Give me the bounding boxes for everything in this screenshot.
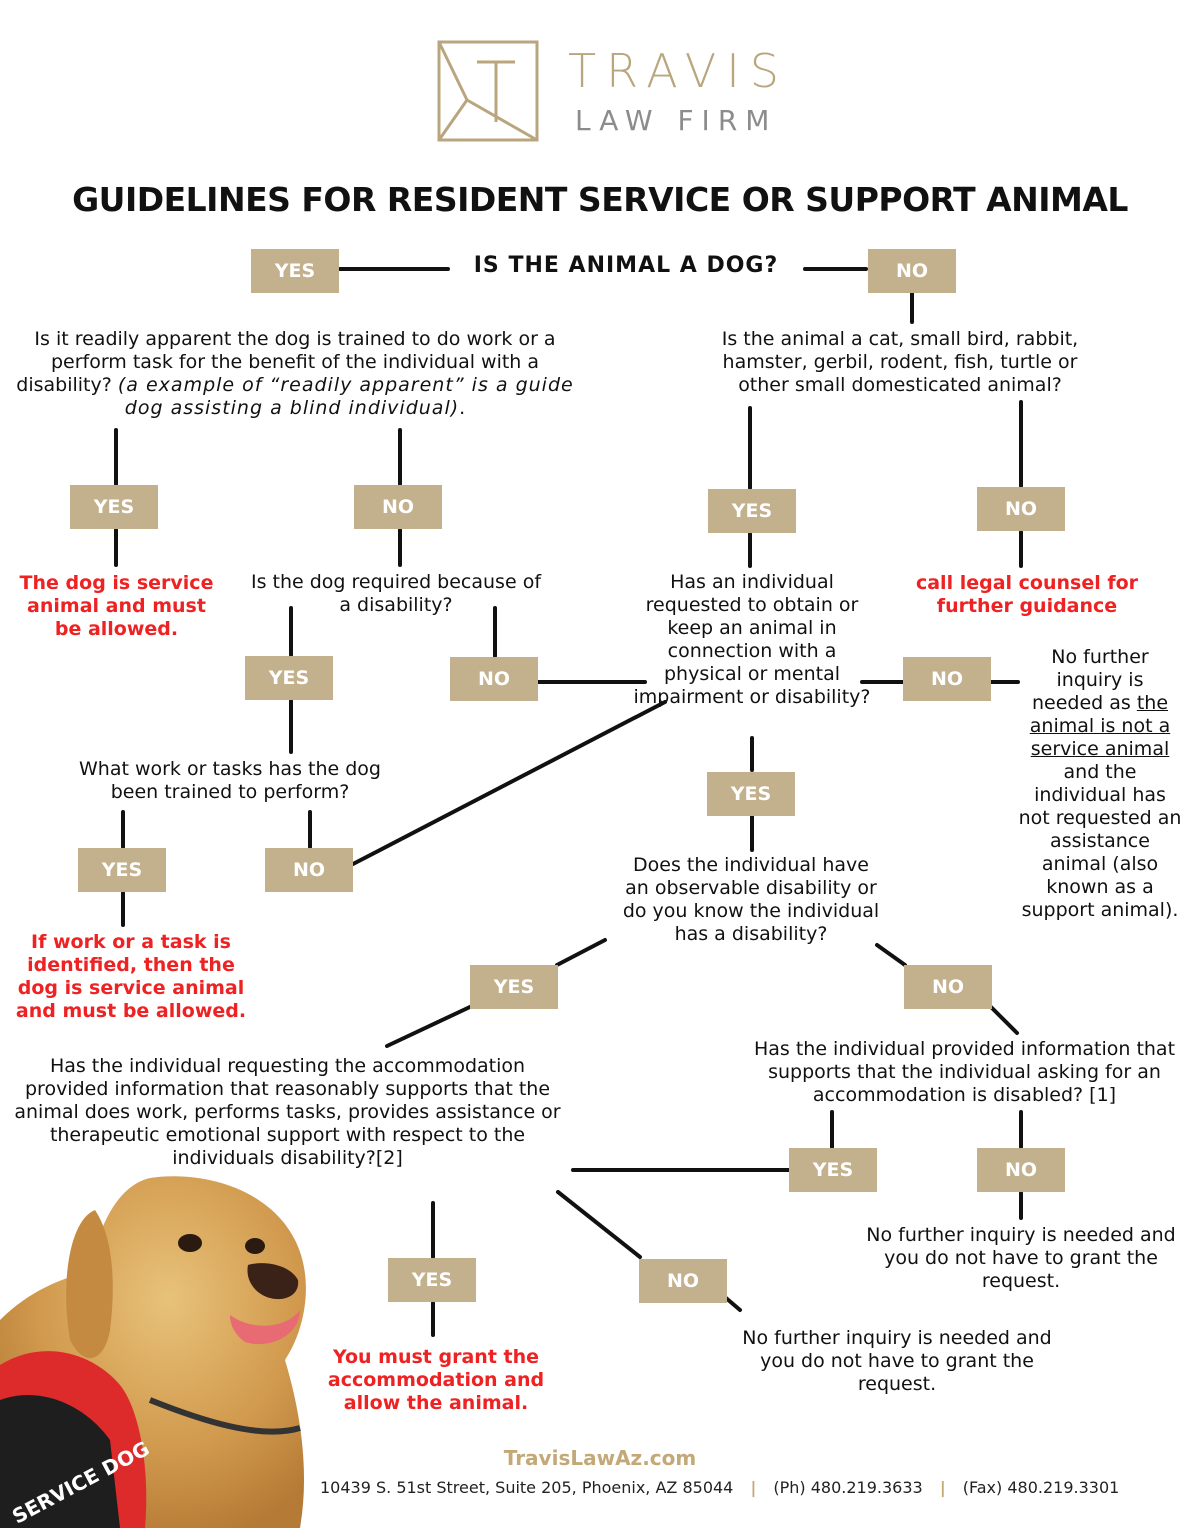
result-not-service-text-2: the animal is not a service animal bbox=[1029, 692, 1171, 760]
footer-website-link[interactable]: TravisLawAz.com bbox=[503, 1446, 697, 1470]
footer-phone: (Ph) 480.219.3633 bbox=[773, 1478, 923, 1497]
question-readily-apparent: Is it readily apparent the dog is traine… bbox=[16, 328, 574, 419]
result-not-service-text-3: and the individual has not requested an … bbox=[1018, 761, 1182, 921]
footer-address: 10439 S. 51st Street, Suite 205, Phoenix… bbox=[320, 1478, 734, 1497]
service-dog-photo: SERVICE DOG bbox=[0, 1176, 306, 1528]
question-info-supports: Has the individual requesting the accomm… bbox=[14, 1055, 561, 1169]
no-badge-supports: NO bbox=[639, 1259, 727, 1303]
yes-badge-required: YES bbox=[245, 656, 333, 700]
result-no-inquiry-right: No further inquiry is needed and you do … bbox=[866, 1224, 1176, 1292]
question-required-disability: Is the dog required because of a disabil… bbox=[250, 571, 542, 616]
yes-badge-apparent: YES bbox=[70, 485, 158, 529]
result-not-service-text-1: No further inquiry is needed as bbox=[1031, 646, 1149, 714]
no-badge-small: NO bbox=[977, 487, 1065, 531]
question-is-dog: IS THE ANIMAL A DOG? bbox=[473, 253, 779, 278]
brand-subtitle: LAW FIRM bbox=[575, 104, 778, 137]
no-badge-dog: NO bbox=[868, 249, 956, 293]
question-info-disabled: Has the individual provided information … bbox=[753, 1038, 1176, 1106]
yes-badge-tasks: YES bbox=[78, 848, 166, 892]
footer-separator: | bbox=[939, 1478, 946, 1497]
travis-logo-icon bbox=[437, 40, 539, 142]
footer-separator: | bbox=[750, 1478, 757, 1497]
question-readily-apparent-example: (a example of “readily apparent” is a gu… bbox=[117, 374, 574, 419]
footer-contact: 10439 S. 51st Street, Suite 205, Phoenix… bbox=[320, 1478, 1190, 1497]
question-work-tasks: What work or tasks has the dog been trai… bbox=[79, 758, 381, 803]
result-not-service-animal: No further inquiry is needed as the anim… bbox=[1018, 646, 1182, 922]
yes-badge-dog: YES bbox=[251, 249, 339, 293]
result-no-inquiry-bottom: No further inquiry is needed and you do … bbox=[742, 1327, 1052, 1395]
no-badge-requested: NO bbox=[903, 657, 991, 701]
no-badge-required: NO bbox=[450, 657, 538, 701]
result-service-animal: The dog is service animal and must be al… bbox=[19, 572, 214, 640]
no-badge-apparent: NO bbox=[354, 485, 442, 529]
no-badge-tasks: NO bbox=[265, 848, 353, 892]
result-task-identified: If work or a task is identified, then th… bbox=[15, 931, 247, 1022]
yes-badge-requested: YES bbox=[707, 772, 795, 816]
yes-badge-supports: YES bbox=[388, 1258, 476, 1302]
result-call-counsel: call legal counsel for further guidance bbox=[915, 572, 1139, 617]
question-observable-disability: Does the individual have an observable d… bbox=[622, 854, 880, 945]
question-readily-apparent-text: Is it readily apparent the dog is traine… bbox=[16, 328, 556, 396]
page-title: GUIDELINES FOR RESIDENT SERVICE OR SUPPO… bbox=[72, 180, 1128, 219]
yes-badge-observable: YES bbox=[470, 965, 558, 1009]
question-requested-animal: Has an individual requested to obtain or… bbox=[633, 571, 871, 708]
no-badge-observable: NO bbox=[904, 965, 992, 1009]
question-small-animal: Is the animal a cat, small bird, rabbit,… bbox=[721, 328, 1079, 396]
footer-fax: (Fax) 480.219.3301 bbox=[962, 1478, 1120, 1497]
no-badge-info: NO bbox=[977, 1148, 1065, 1192]
brand-name: TRAVIS bbox=[568, 44, 789, 98]
result-grant-accommodation: You must grant the accommodation and all… bbox=[327, 1346, 545, 1414]
yes-badge-info: YES bbox=[789, 1148, 877, 1192]
yes-badge-small: YES bbox=[708, 489, 796, 533]
